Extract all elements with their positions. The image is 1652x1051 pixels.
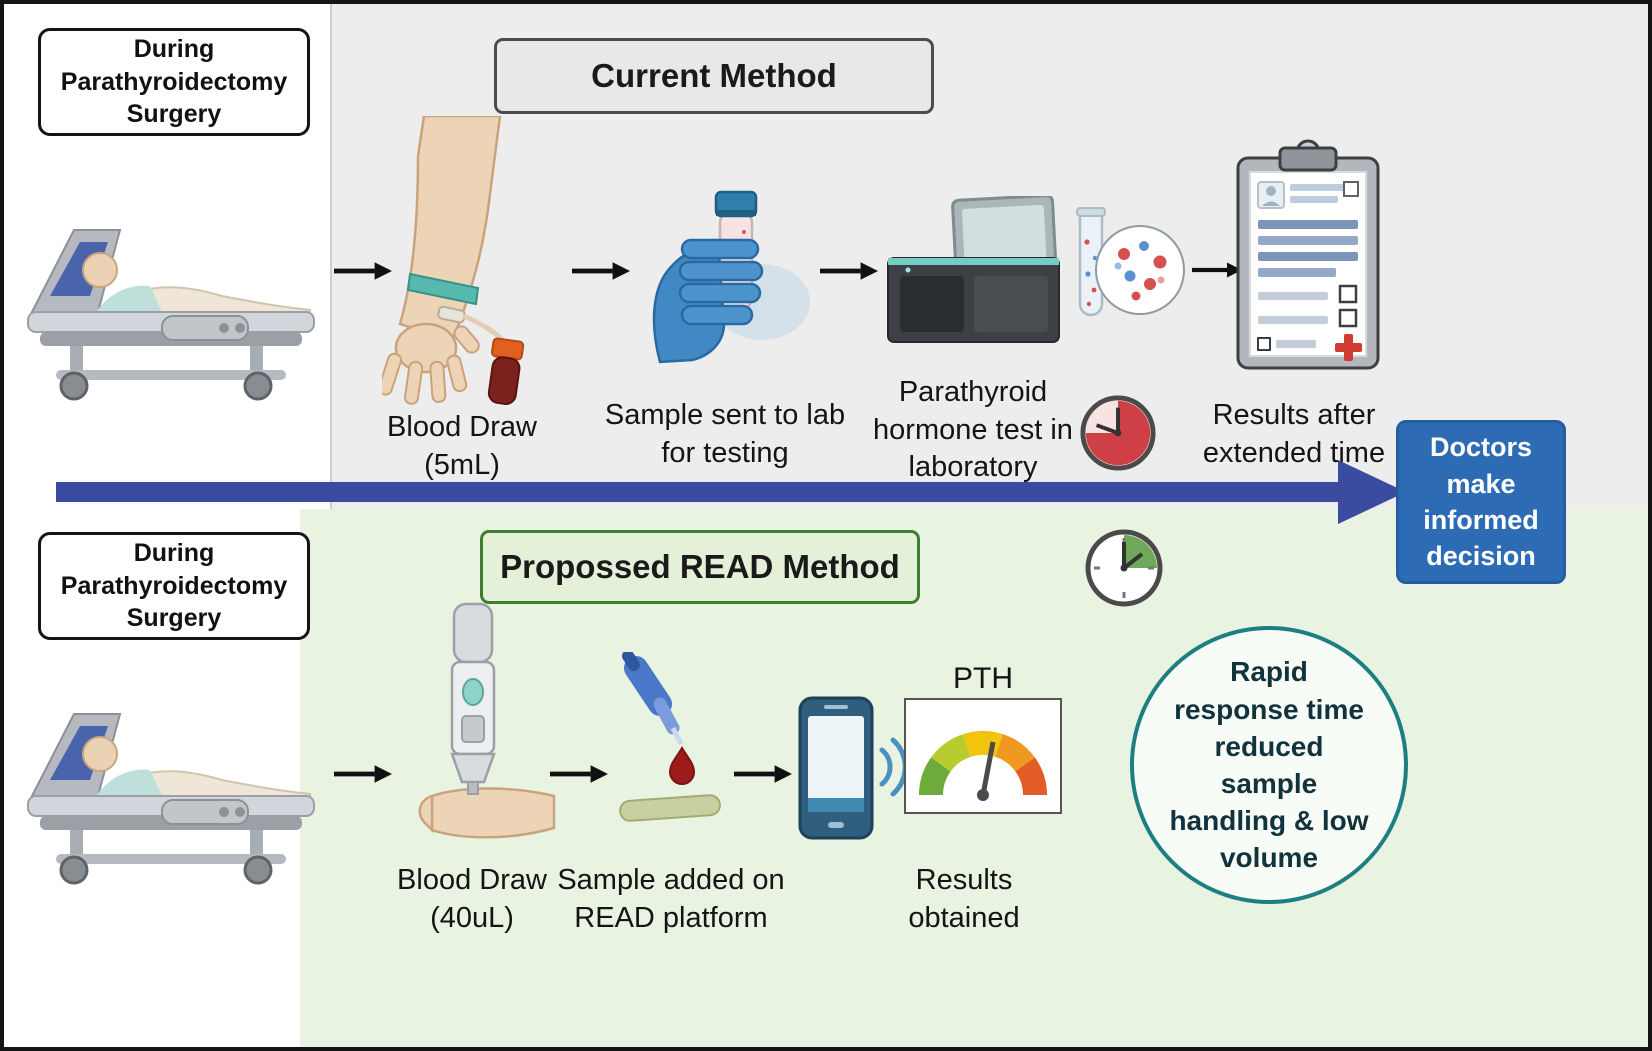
hospital-bed-icon	[12, 212, 324, 402]
current-lab-test-caption: Parathyroid hormone test in laboratory	[873, 376, 1073, 484]
results-clipboard-icon	[1232, 134, 1384, 374]
benefit-note: Rapid response time reduced sample handl…	[1130, 626, 1408, 904]
flow-arrow-icon	[1192, 259, 1242, 286]
proposed-surgery-label: During Parathyroidectomy Surgery	[38, 532, 310, 640]
proposed-method-title: Propossed READ Method	[480, 530, 920, 604]
lancet-device-icon	[402, 600, 562, 850]
hospital-bed-icon	[12, 696, 324, 886]
slow-clock-icon	[1079, 394, 1157, 472]
timeline-arrow	[56, 460, 1406, 524]
pth-gauge-box	[904, 698, 1062, 814]
flow-arrow-icon	[334, 762, 392, 791]
current-blood-draw-caption: Blood Draw (5mL)	[387, 411, 537, 481]
pth-gauge-label: PTH	[953, 662, 1013, 695]
lab-analyzer-icon	[886, 194, 1061, 346]
pipette-sample-icon	[616, 650, 726, 842]
current-method-title: Current Method	[494, 38, 934, 114]
proposed-results-caption: Results obtained	[908, 864, 1020, 934]
smartphone-icon	[798, 694, 910, 842]
flow-arrow-icon	[334, 259, 392, 288]
current-sample-caption: Sample sent to lab for testing	[604, 399, 846, 469]
flow-arrow-icon	[572, 259, 630, 288]
flow-arrow-icon	[734, 762, 792, 791]
decision-note: Doctors make informed decision	[1396, 420, 1566, 584]
pth-gauge: PTH	[904, 662, 1062, 814]
proposed-blood-draw-caption: Blood Draw (40uL)	[397, 864, 547, 934]
current-surgery-label: During Parathyroidectomy Surgery	[38, 28, 310, 136]
test-tube-magnifier-icon	[1066, 202, 1186, 342]
flow-arrow-icon	[550, 762, 608, 791]
current-results-caption: Results after extended time	[1202, 399, 1386, 469]
gloved-hand-sample-icon	[640, 184, 810, 369]
fast-clock-icon	[1084, 528, 1164, 608]
blood-draw-arm-icon	[377, 114, 562, 406]
flow-arrow-icon	[820, 259, 878, 288]
proposed-sample-caption: Sample added on READ platform	[557, 864, 785, 934]
